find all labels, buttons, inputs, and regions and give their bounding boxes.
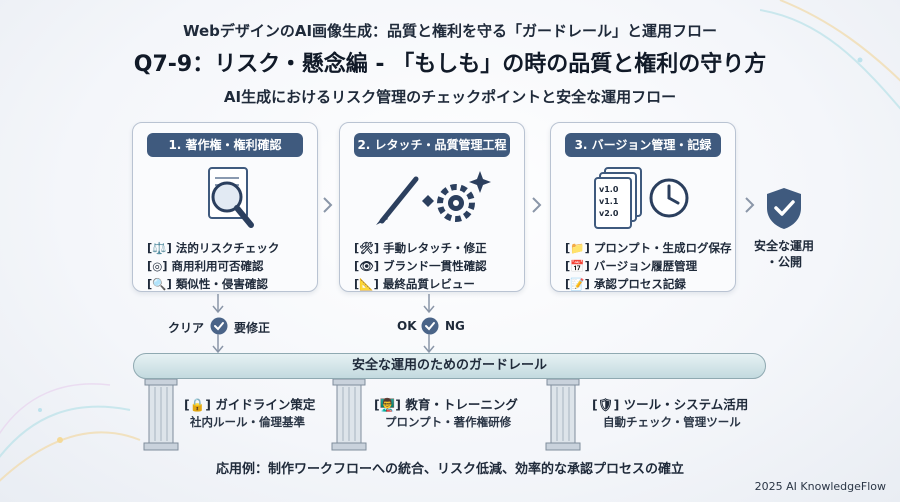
check-item: [📁] プロンプト・生成ログ保存 (565, 241, 732, 255)
pillar-subtitle: 社内ルール・倫理基準 (190, 415, 305, 429)
pillar-subtitle: プロンプト・著作権研修 (385, 415, 512, 429)
pillar-icon (143, 379, 179, 451)
check-item: [📐] 最終品質レビュー (354, 277, 475, 291)
step-card-rights: 1. 著作権・権利確認 [⚖️] 法的リスクチェック [◎] 商用利用可否確認 … (132, 122, 318, 292)
pillar-title: [🔒] ガイドライン策定 (184, 397, 316, 412)
decision-fail: 要修正 (234, 321, 271, 335)
version-label: v1.0 (599, 185, 619, 194)
final-label-line: 安全な運用 (753, 239, 814, 253)
check-item: [📝] 承認プロセス記録 (565, 277, 686, 291)
step-card-retouch: 2. レタッチ・品質管理工程 [🛠] 手動レタッチ・修正 [👁] ブランド一貫性… (339, 122, 525, 292)
check-circle-icon (421, 317, 439, 335)
pillar-subtitle: 自動チェック・管理ツール (603, 415, 741, 429)
application-note: 応用例：制作ワークフローへの統合、リスク低減、効率的な承認プロセスの確立 (215, 462, 684, 477)
check-item: [📅] バージョン履歴管理 (565, 259, 698, 273)
header-line: WebデザインのAI画像生成：品質と権利を守る「ガードレール」と運用フロー (182, 22, 718, 40)
pillar-title: [👨‍🏫] 教育・トレーニング (374, 397, 518, 412)
pillar-title: [🛡] ツール・システム活用 (592, 397, 749, 412)
version-label: v2.0 (599, 209, 619, 218)
decision-fail: NG (445, 319, 465, 333)
pillar-icon (545, 379, 581, 451)
pillar-icon (331, 379, 367, 451)
versions-clock-icon: v1.0 v1.1 v2.0 (594, 167, 689, 229)
version-label: v1.1 (599, 197, 619, 206)
decision-pass: OK (397, 319, 417, 333)
guardrail-bar: 安全な運用のためのガードレール (133, 353, 766, 379)
check-item: [◎] 商用利用可否確認 (147, 259, 264, 273)
shield-check-icon (767, 188, 801, 229)
decision-pass: クリア (168, 321, 205, 335)
arrow-down-icon (212, 294, 224, 314)
arrow-down-icon (423, 334, 435, 354)
step-title: 3. バージョン管理・記録 (565, 133, 721, 157)
page-subtitle: AI生成におけるリスク管理のチェックポイントと安全な運用フロー (223, 88, 677, 106)
step-card-version: 3. バージョン管理・記録 v1.0 v1.1 v2.0 [📁] プロンプト・生… (550, 122, 736, 292)
chevron-right-icon (532, 197, 542, 213)
magnifier-document-icon (208, 167, 254, 228)
arrow-down-icon (423, 294, 435, 314)
page-title: Q7-9：リスク・懸念編 - 「もしも」の時の品質と権利の守り方 (133, 52, 767, 77)
check-circle-icon (210, 317, 228, 335)
check-item: [🔍] 類似性・侵害確認 (147, 277, 268, 291)
chevron-right-icon (745, 197, 755, 213)
footer-credit: 2025 AI KnowledgeFlow (754, 480, 886, 493)
final-label-line: ・公開 (765, 255, 802, 269)
step-title: 1. 著作権・権利確認 (147, 133, 303, 157)
step-title: 2. レタッチ・品質管理工程 (354, 133, 510, 157)
check-item: [⚖️] 法的リスクチェック (147, 241, 280, 255)
check-item: [👁] ブランド一貫性確認 (354, 259, 487, 273)
brush-gear-icon (376, 171, 491, 225)
check-item: [🛠] 手動レタッチ・修正 (354, 241, 487, 255)
chevron-right-icon (323, 197, 333, 213)
arrow-down-icon (212, 334, 224, 354)
final-label: 安全な運用 ・公開 (744, 238, 824, 270)
